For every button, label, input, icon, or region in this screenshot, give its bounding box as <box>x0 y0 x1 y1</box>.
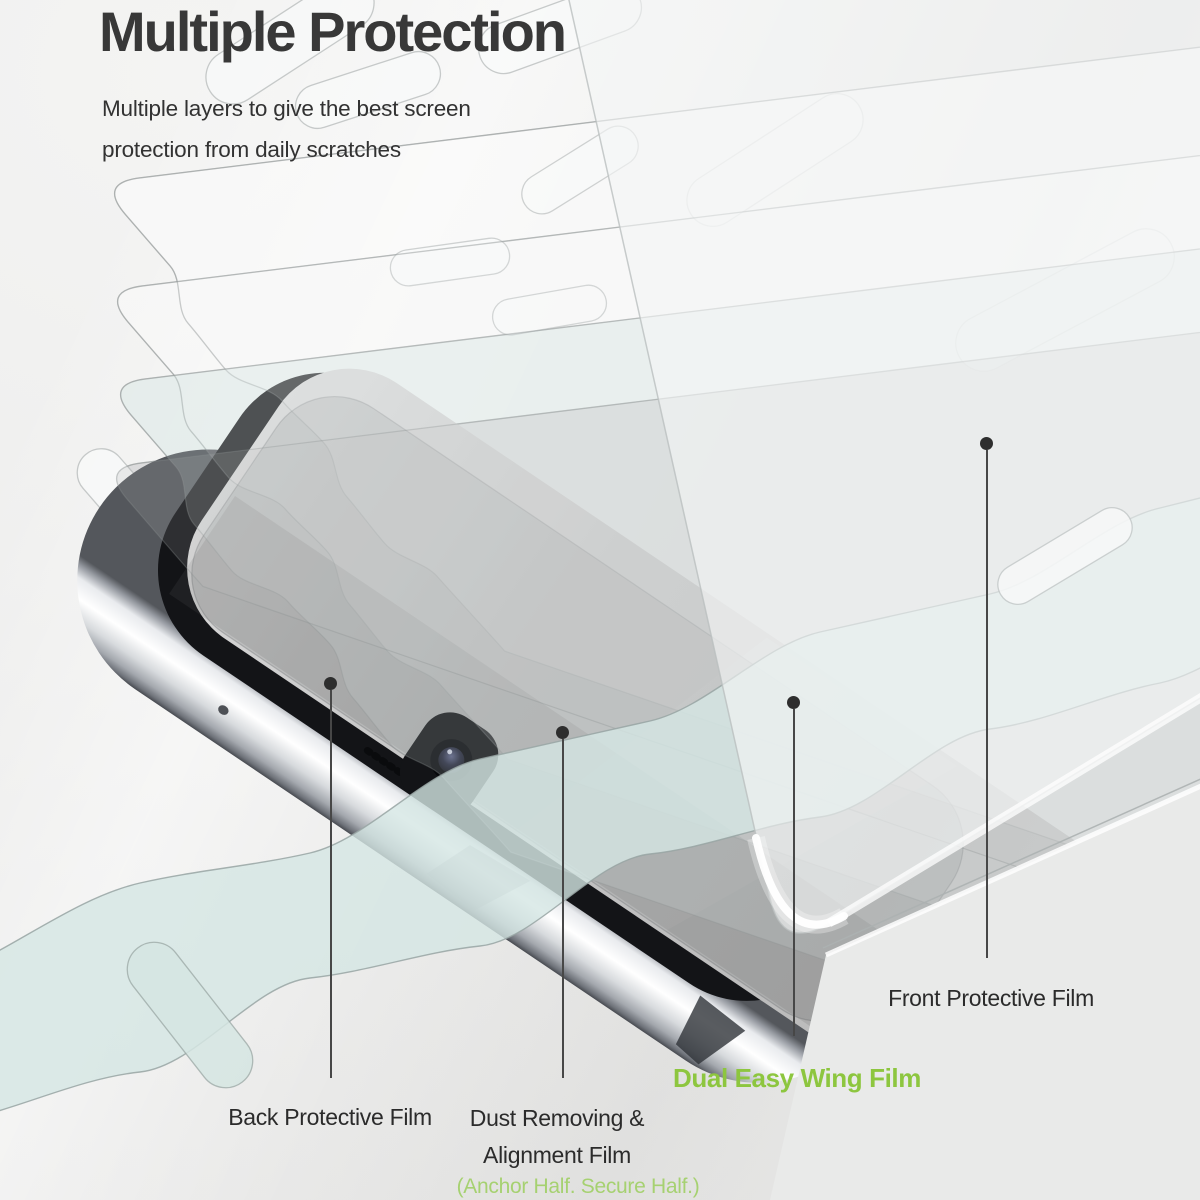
label-front-protective-film: Front Protective Film <box>888 985 1094 1011</box>
frame-corner-shadow <box>675 995 746 1065</box>
second-wing-highlight <box>824 783 1200 958</box>
subtitle-line-2: protection from daily scratches <box>102 137 401 162</box>
pull-tab-capsule <box>205 0 375 105</box>
second-wing-edge <box>822 778 1200 949</box>
leader-dot-dual <box>787 696 800 709</box>
page-title: Multiple Protection <box>99 0 567 63</box>
label-dual-easy-wing-film: Dual Easy Wing Film <box>673 1063 921 1093</box>
front-protective-film-sheet <box>568 0 1200 934</box>
label-dust-removing-alignment-film: Dust Removing & Alignment Film <box>469 1100 645 1174</box>
corner-highlight <box>752 834 848 929</box>
leader-dot-front <box>980 437 993 450</box>
leader-line-dual <box>793 709 795 1036</box>
dust-label-line-2: Alignment Film <box>483 1142 631 1168</box>
front-film-tab <box>997 507 1133 605</box>
label-back-protective-film: Back Protective Film <box>228 1104 432 1130</box>
leader-dot-dust <box>556 726 569 739</box>
subtitle-line-1: Multiple layers to give the best screen <box>102 96 471 121</box>
leader-line-dust <box>562 739 564 1078</box>
second-wing-body <box>770 786 1200 1200</box>
microphone-hole <box>218 705 229 715</box>
label-anchor-secure-note: (Anchor Half. Secure Half.) <box>456 1175 700 1198</box>
dust-label-line-1: Dust Removing & <box>469 1105 645 1131</box>
leader-line-back <box>330 690 332 1078</box>
front-film-edge-highlight <box>826 693 1200 927</box>
leader-line-front <box>986 450 988 958</box>
wing-film-tab <box>126 941 254 1089</box>
page-subtitle: Multiple layers to give the best screen … <box>102 88 471 170</box>
second-wing-film <box>770 778 1200 1200</box>
leader-dot-back <box>324 677 337 690</box>
pull-tab-capsule <box>294 50 442 130</box>
